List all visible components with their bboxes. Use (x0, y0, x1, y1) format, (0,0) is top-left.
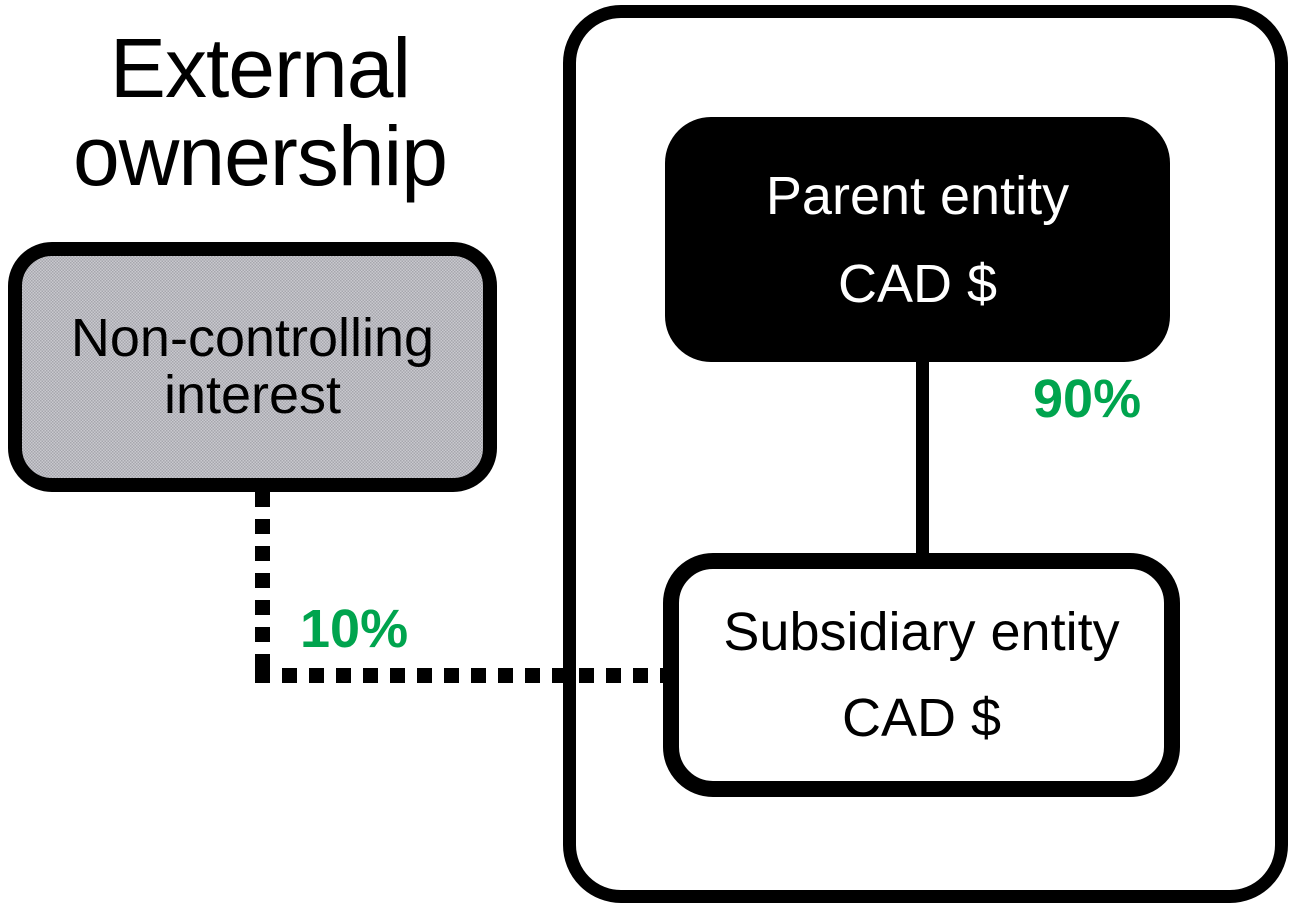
nci-subsidiary-connector-dotted-horizontal (255, 668, 665, 683)
ownership-percentage-nci: 10% (300, 599, 409, 659)
subsidiary-entity-name: Subsidiary entity (723, 602, 1120, 662)
parent-subsidiary-connector-line (916, 360, 929, 556)
subsidiary-entity-currency: CAD $ (841, 688, 1002, 748)
node-non-controlling-interest: Non-controlling interest (8, 242, 497, 492)
non-controlling-interest-label: Non-controlling interest (70, 308, 435, 425)
diagram-title: External ownership (73, 21, 448, 203)
node-parent-entity: Parent entity CAD $ (665, 117, 1170, 362)
parent-entity-name: Parent entity (765, 165, 1070, 226)
node-subsidiary-entity: Subsidiary entity CAD $ (663, 553, 1180, 797)
parent-entity-currency: CAD $ (837, 253, 998, 314)
nci-subsidiary-connector-dotted-vertical (255, 492, 270, 668)
ownership-percentage-parent: 90% (1033, 369, 1142, 429)
